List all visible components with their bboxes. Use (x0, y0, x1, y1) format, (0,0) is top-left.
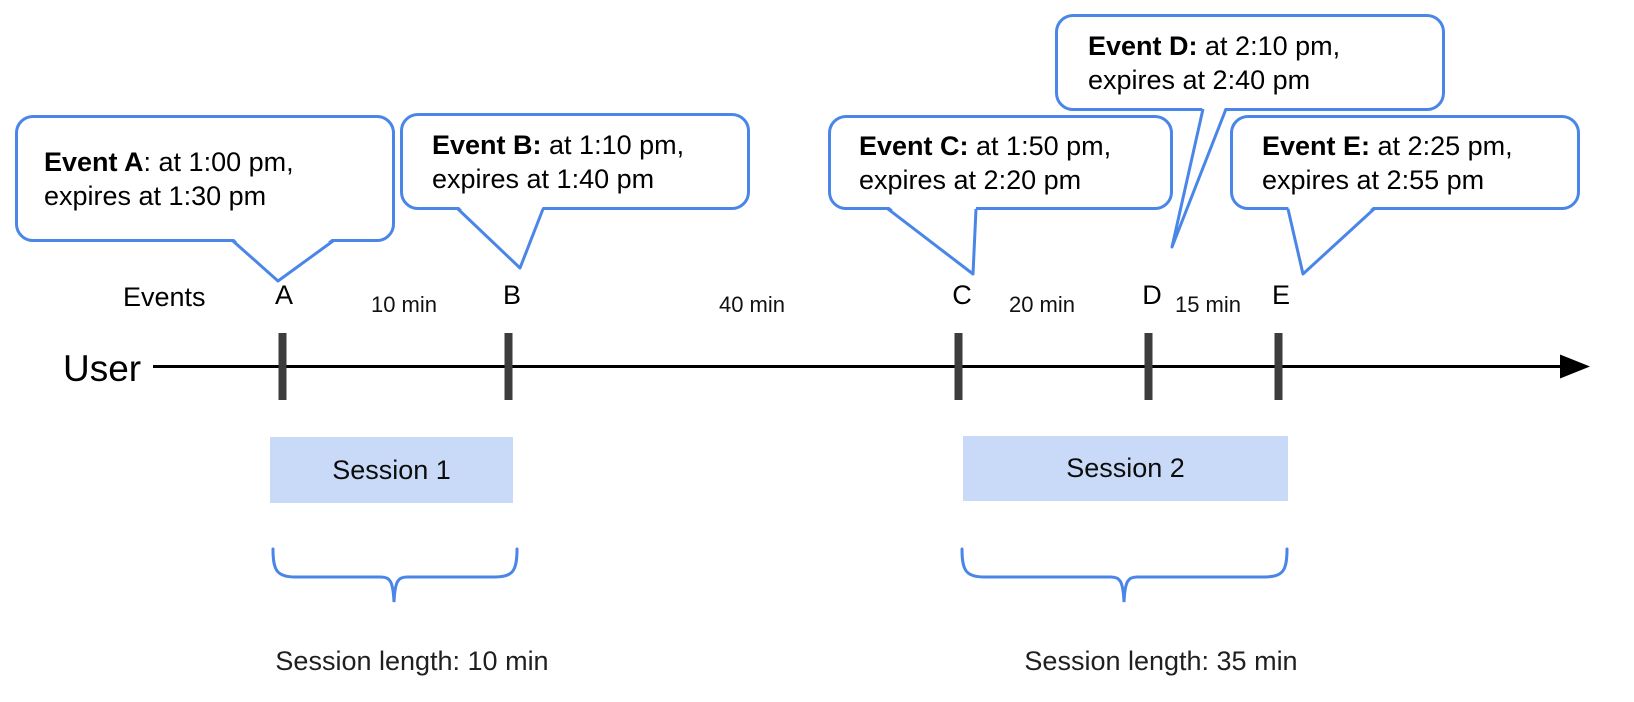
session-1-brace (271, 547, 519, 603)
tail-b-fill (458, 206, 543, 268)
event-e-line2: expires at 2:55 pm (1262, 164, 1485, 195)
tail-b-edge (456, 207, 545, 270)
event-mark-a: A (274, 280, 294, 310)
user-axis-label: User (63, 348, 142, 389)
tail-e-edge (1286, 207, 1376, 276)
event-d-line1: Event D: at 2:10 pm, (1088, 30, 1341, 61)
session-2-box: Session 2 (963, 436, 1288, 501)
tick-b (504, 333, 513, 400)
event-e-line1: Event E: at 2:25 pm, (1262, 130, 1513, 161)
event-b-bubble: Event B: at 1:10 pm, expires at 1:40 pm (400, 113, 750, 210)
event-b-line1: Event B: at 1:10 pm, (432, 129, 685, 160)
event-e-bubble: Event E: at 2:25 pm, expires at 2:55 pm (1230, 115, 1580, 210)
tick-d (1144, 333, 1153, 400)
event-mark-b: B (502, 280, 522, 310)
interval-c-d: 20 min (1008, 292, 1076, 317)
event-mark-e: E (1271, 280, 1291, 310)
tail-d-edge (1170, 108, 1228, 249)
session-1-box: Session 1 (270, 437, 513, 503)
tail-d-fill (1172, 105, 1226, 247)
event-c-line1: Event C: at 1:50 pm, (859, 130, 1112, 161)
tail-c-edge (887, 207, 978, 276)
tail-e-fill (1288, 206, 1374, 274)
event-a-bubble: Event A: at 1:00 pm, expires at 1:30 pm (15, 115, 395, 242)
event-a-line1: Event A: at 1:00 pm, (44, 146, 294, 177)
interval-a-b: 10 min (370, 292, 438, 317)
event-mark-d: D (1142, 280, 1162, 310)
interval-b-c: 40 min (718, 292, 786, 317)
event-a-line2: expires at 1:30 pm (44, 180, 267, 211)
timeline-arrowhead-icon (1560, 354, 1590, 379)
session-1-label: Session 1 (332, 454, 451, 485)
tail-a-edge (232, 239, 334, 283)
interval-d-e: 15 min (1174, 292, 1242, 317)
event-mark-c: C (952, 280, 972, 310)
event-b-line2: expires at 1:40 pm (432, 163, 655, 194)
session-2-length-label: Session length: 35 min (1024, 646, 1298, 676)
event-c-line2: expires at 2:20 pm (859, 164, 1082, 195)
tick-a (278, 333, 287, 400)
event-d-bubble: Event D: at 2:10 pm, expires at 2:40 pm (1055, 14, 1445, 111)
event-d-line2: expires at 2:40 pm (1088, 64, 1311, 95)
session-2-brace (960, 547, 1289, 603)
session-1-length-label: Session length: 10 min (275, 646, 549, 676)
tail-c-fill (888, 206, 976, 274)
events-row-label: Events (123, 282, 206, 312)
event-c-bubble: Event C: at 1:50 pm, expires at 2:20 pm (828, 115, 1173, 210)
tick-c (954, 333, 963, 400)
session-2-label: Session 2 (1066, 453, 1185, 483)
tick-e (1274, 333, 1283, 400)
tail-a-fill (233, 238, 333, 281)
